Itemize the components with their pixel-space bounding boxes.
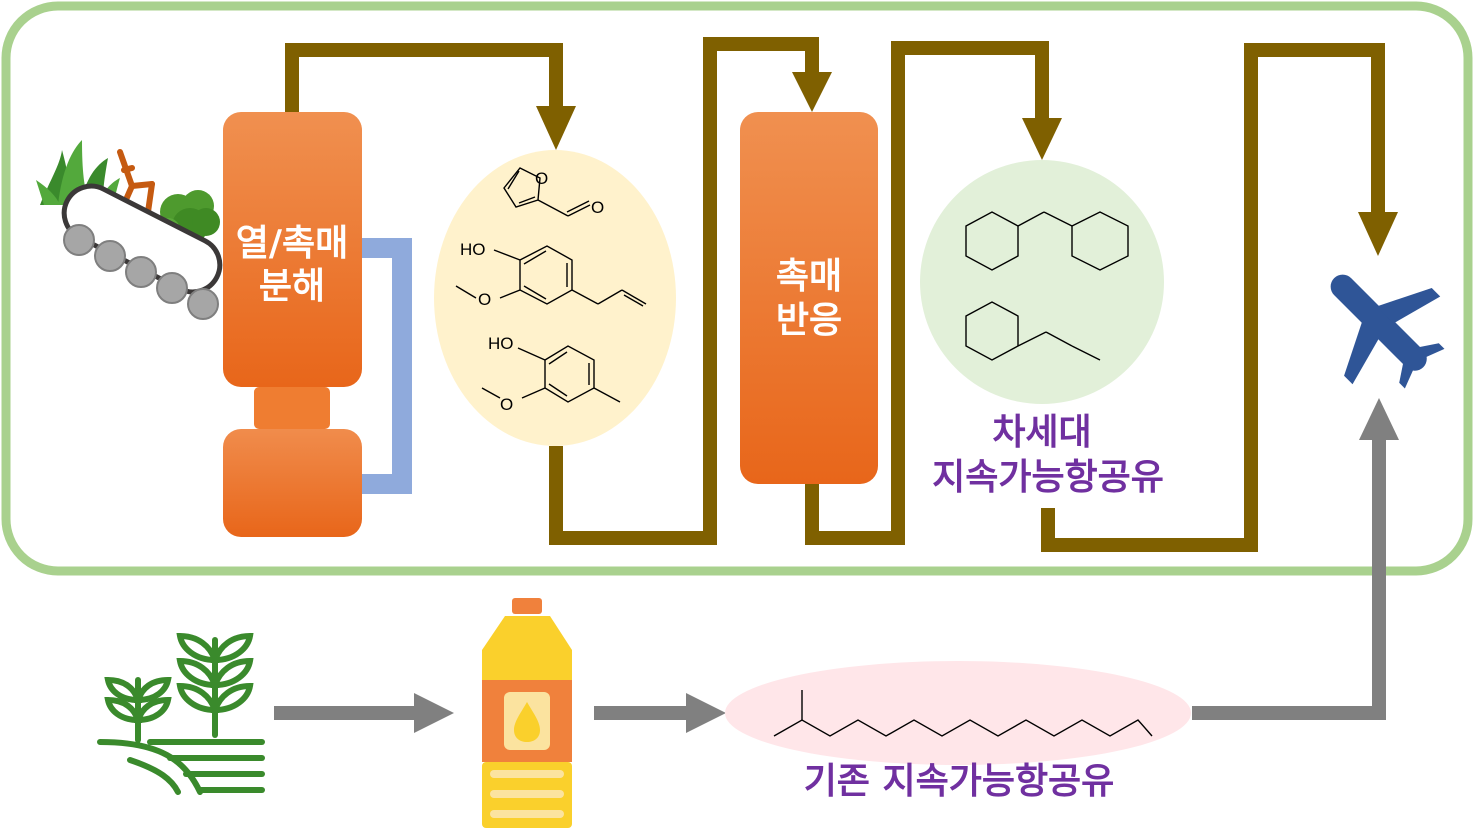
arrowhead-airplane: [1358, 212, 1398, 256]
flow-intermediates-to-reactor2: [549, 37, 819, 545]
conveyor-icon: [61, 183, 223, 320]
reactor2-label-line2: 반응: [776, 300, 842, 341]
eugenol-ho: HO: [460, 240, 486, 259]
next-gen-saf-label-line2: 지속가능항공유: [932, 457, 1164, 498]
pyrolysis-reactor: 열/촉매 분해: [223, 112, 362, 537]
flow-reactor2-to-products: [805, 41, 1049, 545]
reactor1-label-line2: 분해: [259, 266, 325, 307]
propylcyclohexane-structure-icon: [965, 301, 1101, 361]
flow-reactor1-to-intermediates: [285, 43, 563, 112]
arrowhead-oil-to-conventional: [686, 693, 726, 733]
conventional-saf: [725, 661, 1191, 765]
creosol-structure-icon: [481, 345, 621, 403]
eugenol-structure-icon: [455, 245, 647, 307]
eugenol-o: O: [478, 290, 491, 309]
next-generation-products: [920, 160, 1164, 404]
reactor2-label-line1: 촉매: [776, 256, 842, 297]
crop-field-icon: [97, 632, 265, 795]
next-gen-saf-label-line1: 차세대: [992, 412, 1091, 453]
arrowhead-crop-to-oil: [414, 693, 454, 733]
arrowhead-intermediates: [536, 106, 576, 150]
biomass-process-frame: [1, 1, 1473, 576]
creosol-o: O: [500, 395, 513, 414]
hexadecane-structure-icon: [773, 690, 1153, 737]
brown-flow-lines: [285, 37, 1385, 552]
catalytic-reactor: 촉매 반응: [740, 112, 878, 484]
airplane-icon: [1330, 274, 1445, 389]
conventional-saf-label: 기존 지속가능항공유: [804, 761, 1115, 802]
furfural-structure-icon: [503, 167, 591, 217]
arrowhead-conventional-to-airplane: [1359, 398, 1399, 440]
furfural-aldehyde-o: O: [591, 198, 604, 217]
brown-arrowheads: [536, 72, 1398, 256]
recycle-loop: [352, 238, 412, 494]
intermediate-chemicals: O O HO O HO O: [434, 150, 676, 446]
furfural-ring-o: O: [535, 169, 548, 188]
creosol-ho: HO: [488, 334, 514, 353]
gray-flow-lines: [274, 398, 1399, 733]
dicyclohexylmethane-structure-icon: [965, 211, 1129, 271]
arrowhead-reactor2: [792, 72, 832, 112]
reactor1-label-line1: 열/촉매: [236, 223, 349, 264]
oil-bottle-icon: [482, 598, 572, 828]
flow-products-to-airplane: [1041, 43, 1385, 552]
arrowhead-products: [1022, 118, 1062, 160]
